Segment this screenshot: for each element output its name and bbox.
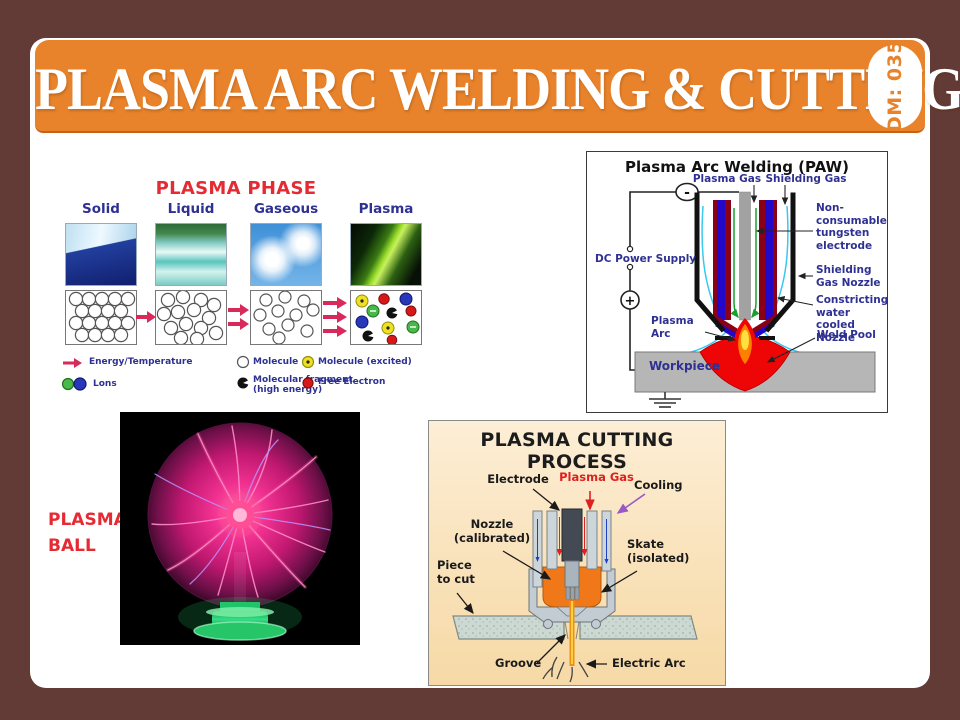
badge-text: DM: 035 xyxy=(884,39,906,132)
paw-shielding-gas-label: Shielding Gas xyxy=(765,173,847,185)
legend-molecule-excited-label: Molecule (excited) xyxy=(318,357,412,367)
cut-electric-arc-label: Electric Arc xyxy=(612,656,686,670)
plasma-photo xyxy=(350,223,422,286)
legend-energy-arrow-icon xyxy=(63,358,82,368)
legend-free-electron-label: Free Electron xyxy=(318,377,386,387)
paw-gas-nozzle-label: Shielding Gas Nozzle xyxy=(816,264,881,289)
cut-piece-label: Piece to cut xyxy=(437,558,475,586)
minus-terminal-icon: - xyxy=(684,185,690,201)
phase-label-liquid: Liquid xyxy=(167,201,215,217)
cut-plasma-gas-label: Plasma Gas xyxy=(559,470,634,484)
plasma-phase-diagram: PLASMA PHASE Solid Liquid Gaseous Plasma xyxy=(45,168,427,416)
paw-constricting-label: Constricting water cooled Nozzle xyxy=(816,294,889,344)
paw-workpiece-label: Workpiece xyxy=(649,359,721,373)
plasma-particles-icon xyxy=(355,292,420,344)
paw-title: Plasma Arc Welding (PAW) xyxy=(625,158,849,176)
page-title: PLASMA ARC WELDING & CUTTING xyxy=(35,55,960,123)
gaseous-molecules-box xyxy=(250,290,322,345)
paw-weld-pool-label: Weld Pool xyxy=(817,329,876,341)
legend-fragment-label: Molecular fragment (high energy) xyxy=(253,375,353,396)
legend-ions-icon xyxy=(61,377,87,391)
paw-plasma-gas-label: Plasma Gas xyxy=(692,173,762,185)
energy-arrow-single-icon xyxy=(136,311,156,323)
paw-plasma-arc-label: Plasma Arc xyxy=(651,315,694,340)
phase-label-gaseous: Gaseous xyxy=(253,201,319,217)
liquid-molecules-box xyxy=(155,290,227,345)
solid-photo xyxy=(65,223,137,286)
plasma-ball-icon xyxy=(147,422,333,641)
slide-badge: DM: 035 xyxy=(868,39,922,132)
plasma-particles-box xyxy=(350,290,422,345)
plasma-ball-label: PLASMA BALL xyxy=(48,510,127,556)
slide-header: PLASMA ARC WELDING & CUTTING DM: 035 xyxy=(35,39,960,133)
liquid-photo xyxy=(155,223,227,286)
cut-cooling-label: Cooling xyxy=(634,478,683,492)
plasma-cutting-diagram: PLASMA CUTTING PROCESS Electrode Plasma … xyxy=(428,420,726,686)
legend-molecule-label: Molecule xyxy=(253,357,299,367)
cutting-schematic-icon xyxy=(452,488,698,683)
plasma-ball-photo xyxy=(120,412,360,645)
plasma-phase-title: PLASMA PHASE xyxy=(155,178,317,199)
paw-diagram: - + xyxy=(586,151,888,413)
legend-energy-label: Energy/Temperature xyxy=(89,357,193,367)
solid-molecules-box xyxy=(65,290,137,345)
phase-label-plasma: Plasma xyxy=(358,201,414,217)
energy-arrow-triple-icon xyxy=(323,297,347,337)
plus-terminal-icon: + xyxy=(625,294,636,309)
legend-ions-label: Lons xyxy=(93,379,117,389)
phase-label-solid: Solid xyxy=(82,201,120,217)
energy-arrow-double-icon xyxy=(228,304,249,330)
solid-molecules-icon xyxy=(68,291,136,343)
cut-skate-label: Skate (isolated) xyxy=(627,537,690,565)
legend-molecule-icon xyxy=(236,355,250,369)
gaseous-photo xyxy=(250,223,322,286)
paw-electrode-label: Non-consumable tungsten electrode xyxy=(816,202,887,252)
cut-electrode-label: Electrode xyxy=(487,472,549,486)
liquid-molecules-icon xyxy=(156,291,224,344)
cut-nozzle-label: Nozzle (calibrated) xyxy=(453,517,531,545)
legend-molecule-excited-icon xyxy=(301,355,315,369)
paw-schematic-icon: - + xyxy=(620,182,876,408)
cut-groove-label: Groove xyxy=(495,656,542,670)
gaseous-molecules-icon xyxy=(253,291,320,344)
legend-fragment-icon xyxy=(237,377,250,389)
cutting-title: PLASMA CUTTING PROCESS xyxy=(480,429,674,473)
legend-free-electron-icon xyxy=(302,377,314,389)
paw-dc-power-label: DC Power Supply xyxy=(595,253,697,265)
